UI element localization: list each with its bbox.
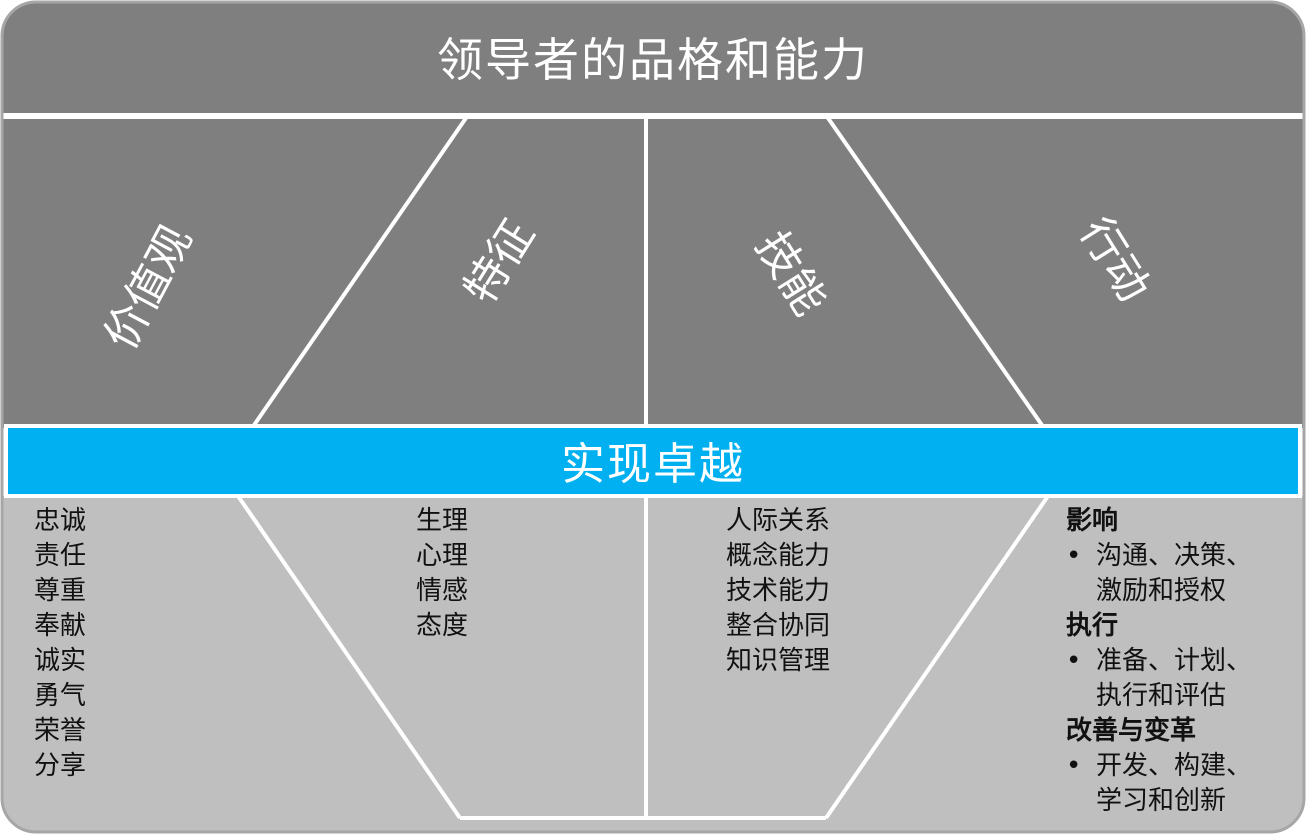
list-item: 技术能力 [726,576,831,606]
group-line: 执行和评估 [1096,681,1227,711]
group-line: 激励和授权 [1096,576,1227,606]
list-item: 情感 [416,576,469,606]
group-line: 学习和创新 [1096,786,1227,816]
group-line: 准备、计划、 [1066,644,1252,679]
list-item: 勇气 [34,681,87,711]
list-item: 人际关系 [726,506,831,536]
list-item: 责任 [34,541,87,571]
diagram-title: 领导者的品格和能力 [437,33,869,87]
banner-label: 实现卓越 [561,439,745,490]
divider-upper-left [250,116,468,430]
list-item: 分享 [34,751,87,781]
divider-upper-right [826,116,1046,430]
list-item: 心理 [416,541,469,571]
list-item: 奉献 [34,611,87,641]
list-item: 尊重 [34,576,87,606]
list-item: 忠诚 [34,506,87,536]
title-band [2,2,1304,114]
group-line: 沟通、决策、 [1066,539,1252,574]
list-item: 概念能力 [726,541,831,571]
list-item: 态度 [416,611,469,641]
group-label: 影响 [1066,506,1119,536]
group-label: 改善与变革 [1066,716,1197,746]
list-item: 整合协同 [726,611,831,641]
banner-band [4,424,1302,498]
title-separator [2,113,1304,119]
traits-list: 生理 心理 情感 态度 [416,504,468,644]
divider-lower-left [236,494,462,820]
actions-list: 影响 沟通、决策、 激励和授权 执行 准备、计划、 执行和评估 改善与变革 开发… [1066,504,1252,819]
list-item: 生理 [416,506,469,536]
upper-panel [2,118,1304,428]
group-line: 开发、构建、 [1066,749,1252,784]
group-label: 执行 [1066,611,1119,641]
list-item: 诚实 [34,646,87,676]
list-item: 荣誉 [34,716,87,746]
values-list: 忠诚 责任 尊重 奉献 诚实 勇气 荣誉 分享 [34,504,86,784]
skills-list: 人际关系 概念能力 技术能力 整合协同 知识管理 [726,504,830,679]
divider-lower-right [824,494,1050,820]
list-item: 知识管理 [726,646,831,676]
